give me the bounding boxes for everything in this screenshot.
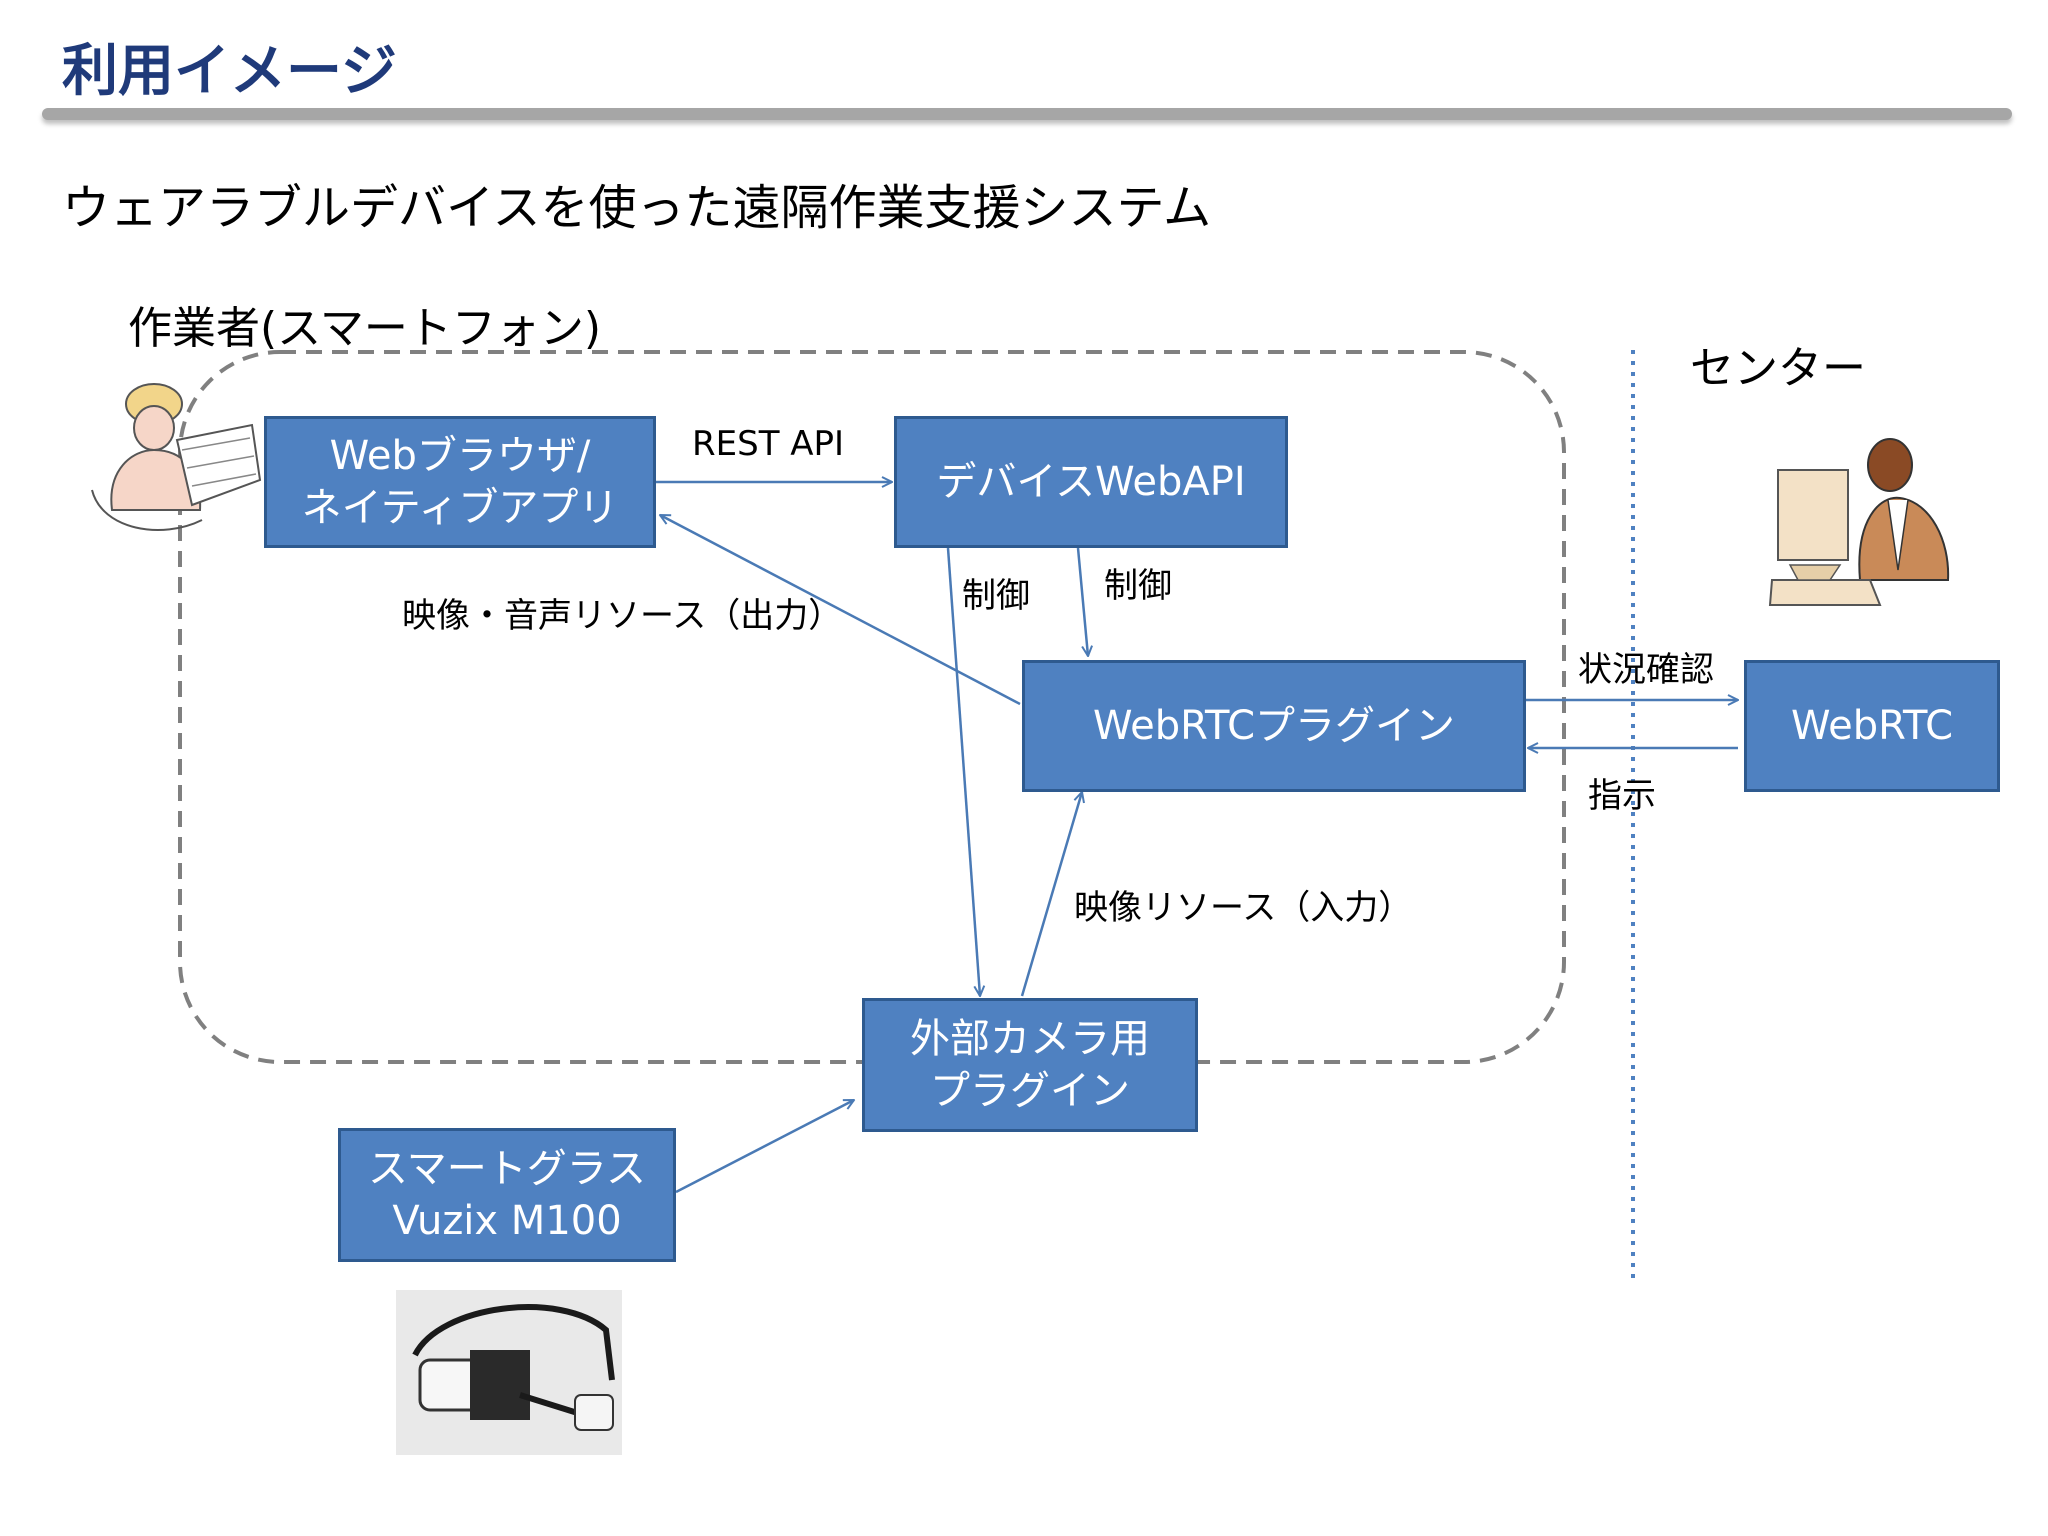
webrtc-plugin-box-label: WebRTCプラグイン <box>1092 703 1456 749</box>
camera-plugin-box[interactable]: 外部カメラ用 プラグイン <box>862 998 1198 1132</box>
worker-icon <box>91 383 262 531</box>
edge-label-instruction: 指示 <box>1588 776 1656 816</box>
camera-plugin-box-line1: 外部カメラ用 <box>910 1016 1150 1062</box>
arrow-control-right <box>1076 547 1088 656</box>
edge-label-status-check: 状況確認 <box>1578 650 1714 690</box>
edge-label-control-left: 制御 <box>962 576 1030 616</box>
arrow-glass-to-camera <box>675 1098 854 1194</box>
operator-icon <box>1768 438 1950 606</box>
browser-box-line1: Webブラウザ/ <box>329 433 591 479</box>
smart-glasses-photo <box>396 1290 622 1455</box>
device-api-box-label: デバイスWebAPI <box>936 459 1246 505</box>
edge-label-control-right: 制御 <box>1104 566 1172 606</box>
device-api-box[interactable]: デバイスWebAPI <box>894 416 1288 548</box>
smart-glass-box[interactable]: スマートグラス Vuzix M100 <box>338 1128 676 1262</box>
worker-label: 作業者(スマートフォン) <box>128 303 602 354</box>
page-title: 利用イメージ <box>62 39 397 104</box>
worker-boundary <box>178 350 1566 1064</box>
camera-plugin-box-line2: プラグイン <box>930 1068 1130 1114</box>
title-divider <box>42 108 2012 120</box>
arrow-video-input <box>1020 792 1082 997</box>
center-label: センター <box>1690 343 1866 394</box>
subtitle: ウェアラブルデバイスを使った遠隔作業支援システム <box>62 180 1212 236</box>
edge-label-av-output: 映像・音声リソース（出力） <box>402 596 843 636</box>
arrow-av-output <box>660 513 1021 706</box>
smart-glass-box-line1: スマートグラス <box>368 1146 646 1192</box>
browser-box-line2: ネイティブアプリ <box>301 485 619 531</box>
webrtc-box[interactable]: WebRTC <box>1744 660 2000 792</box>
webrtc-box-label: WebRTC <box>1790 703 1954 749</box>
edge-label-video-input: 映像リソース（入力） <box>1074 888 1413 928</box>
edge-label-rest-api: REST API <box>692 424 845 464</box>
arrow-control-left <box>946 547 980 996</box>
browser-box[interactable]: Webブラウザ/ ネイティブアプリ <box>264 416 656 548</box>
webrtc-plugin-box[interactable]: WebRTCプラグイン <box>1022 660 1526 792</box>
smart-glass-box-line2: Vuzix M100 <box>392 1198 622 1244</box>
